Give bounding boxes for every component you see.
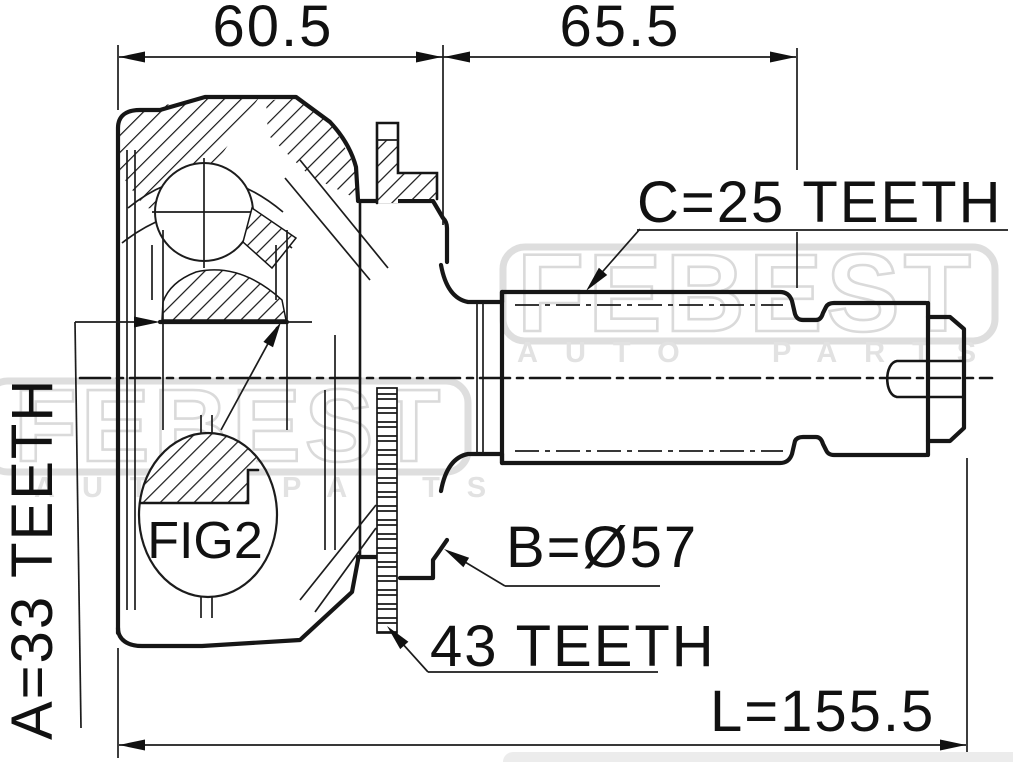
fig2-detail-circle: FIG2 (137, 322, 281, 618)
c25-teeth-label: C=25 TEETH (637, 170, 1002, 235)
abs-tone-ring (375, 121, 439, 634)
bottom-ui-band (503, 752, 1013, 762)
shaft-section (438, 262, 967, 494)
watermark-tagline-word1: AUTO (517, 337, 707, 369)
watermark-brand-text: FEBEST (14, 368, 444, 483)
b-diameter-label: B=Ø57 (506, 515, 698, 580)
a33-teeth-label: A=33 TEETH (0, 378, 65, 740)
fig2-label: FIG2 (147, 512, 263, 570)
label-outer-diameter: B=Ø57 (444, 515, 698, 587)
l-length-label: L=155.5 (710, 679, 935, 744)
dim-65-5-label: 65.5 (560, 0, 681, 59)
abs-teeth-label: 43 TEETH (430, 614, 716, 679)
housing-section (115, 94, 450, 649)
label-abs-ring: 43 TEETH (387, 614, 716, 679)
dimension-total-length: L=155.5 (117, 458, 968, 758)
watermark-tagline-word2: PARTS (772, 337, 1003, 369)
abs-ring-teeth (376, 387, 398, 634)
label-shaft-spline: C=25 TEETH (586, 170, 1008, 291)
dimension-top-widths: 60.5 65.5 (117, 0, 798, 288)
dimension-inner-spline: A=33 TEETH (0, 316, 312, 740)
dim-60-5-label: 60.5 (213, 0, 334, 59)
